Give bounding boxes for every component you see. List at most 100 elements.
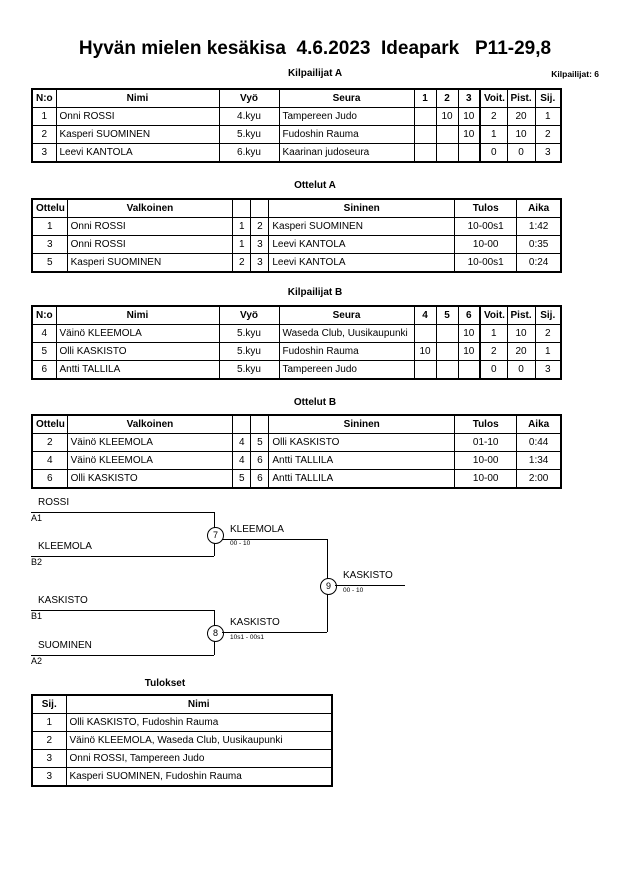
table-row: 4 Väinö KLEEMOLA 5.kyu Waseda Club, Uusi… [31,324,562,343]
cell-rank: 3 [31,749,67,768]
cell-wins: 0 [479,360,508,380]
pool-b-table: N:o Nimi Vyö Seura 4 5 6 Voit. Pist. Sij… [31,305,562,380]
cell-white: Väinö KLEEMOLA [66,433,234,452]
cell-name: Väinö KLEEMOLA [55,324,220,343]
cell-match-no: 1 [31,217,68,236]
cell-no: 1 [31,107,57,126]
cell-white: Onni ROSSI [66,217,234,236]
cell-no: 2 [31,125,57,144]
pool-a-table: N:o Nimi Vyö Seura 1 2 3 Voit. Pist. Sij… [31,88,562,163]
bracket-line [31,655,214,656]
bracket-line [222,632,327,633]
cell-white: Onni ROSSI [66,235,234,254]
cell-white-no: 5 [232,469,252,489]
bracket-entry-seed: A1 [31,513,43,523]
col-time: Aika [516,414,562,434]
table-header-row: N:o Nimi Vyö Seura 1 2 3 Voit. Pist. Sij… [31,88,562,108]
matches-a-caption: Ottelut A [294,180,336,191]
table-header-row: N:o Nimi Vyö Seura 4 5 6 Voit. Pist. Sij… [31,305,562,325]
bracket-line [335,585,405,586]
col-name: Nimi [55,88,220,108]
cell-club: Fudoshin Rauma [278,342,415,361]
cell-belt: 5.kyu [218,125,280,144]
cell-white-no: 2 [232,253,252,273]
col-result: Tulos [454,414,518,434]
cell-name: Leevi KANTOLA [55,143,220,163]
cell-match-no: 5 [31,253,68,273]
col-opp-5: 5 [435,305,459,325]
cell-rank: 2 [31,731,67,750]
cell-m1 [413,107,437,126]
cell-m1 [413,125,437,144]
cell-result: 10-00 [454,235,518,254]
col-belt: Vyö [218,305,280,325]
cell-time: 2:00 [516,469,562,489]
cell-club: Tampereen Judo [278,360,415,380]
matches-b-caption: Ottelut B [293,397,337,408]
cell-result: 01-10 [454,433,518,452]
cell-m1 [413,324,437,343]
cell-no: 3 [31,143,57,163]
table-row: 6 Antti TALLILA 5.kyu Tampereen Judo 0 0… [31,360,562,380]
cell-time: 0:35 [516,235,562,254]
cell-match-no: 2 [31,433,68,452]
table-header-row: Sij. Nimi [31,694,333,714]
cell-rank: 2 [534,125,562,144]
cell-belt: 5.kyu [218,324,280,343]
cell-rank: 1 [534,342,562,361]
cell-points: 10 [506,125,536,144]
cell-blue-no: 3 [250,235,270,254]
table-row: 3 Kasperi SUOMINEN, Fudoshin Rauma [31,767,333,787]
col-opp-4: 4 [413,305,437,325]
cell-club: Kaarinan judoseura [278,143,415,163]
cell-points: 0 [506,143,536,163]
matches-a-table: Ottelu Valkoinen Sininen Tulos Aika 1 On… [31,198,562,273]
cell-blue: Antti TALLILA [268,451,456,470]
cell-rank: 3 [31,767,67,787]
col-blue: Sininen [268,414,456,434]
cell-belt: 5.kyu [218,360,280,380]
bracket-node-8: 8 [207,625,224,642]
cell-belt: 6.kyu [218,143,280,163]
table-row: 3 Onni ROSSI 1 3 Leevi KANTOLA 10-00 0:3… [31,235,562,254]
cell-points: 20 [506,342,536,361]
col-blue-no [250,414,270,434]
cell-m1: 10 [413,342,437,361]
col-club: Seura [278,88,415,108]
cell-name: Antti TALLILA [55,360,220,380]
cell-name: Onni ROSSI [55,107,220,126]
results-table: Sij. Nimi 1 Olli KASKISTO, Fudoshin Raum… [31,694,333,787]
col-white: Valkoinen [66,198,234,218]
cell-white-no: 4 [232,433,252,452]
cell-m3: 10 [457,107,481,126]
pool-a-caption: Kilpailijat A [287,68,343,79]
cell-m2 [435,143,459,163]
cell-name: Kasperi SUOMINEN, Fudoshin Rauma [65,767,333,787]
col-opp-1: 1 [413,88,437,108]
cell-result: 10-00s1 [454,217,518,236]
bracket-node-7: 7 [207,527,224,544]
table-row: 1 Onni ROSSI 4.kyu Tampereen Judo 10 10 … [31,107,562,126]
cell-white-no: 1 [232,217,252,236]
cell-blue-no: 6 [250,451,270,470]
bracket-node-score: 10s1 - 00s1 [230,634,264,641]
cell-club: Fudoshin Rauma [278,125,415,144]
cell-result: 10-00 [454,451,518,470]
cell-blue-no: 5 [250,433,270,452]
cell-no: 4 [31,324,57,343]
cell-time: 1:42 [516,217,562,236]
entrants-count: Kilpailijat: 6 [551,69,599,79]
cell-white: Olli KASKISTO [66,469,234,489]
table-header-row: Ottelu Valkoinen Sininen Tulos Aika [31,198,562,218]
col-white: Valkoinen [66,414,234,434]
bracket-entry-seed: B1 [31,611,43,621]
cell-m2 [435,342,459,361]
col-wins: Voit. [479,305,508,325]
cell-white-no: 4 [232,451,252,470]
col-points: Pist. [506,88,536,108]
cell-name: Onni ROSSI, Tampereen Judo [65,749,333,768]
col-rank: Sij. [31,694,67,714]
cell-rank: 3 [534,143,562,163]
cell-white: Väinö KLEEMOLA [66,451,234,470]
page-title: Hyvän mielen kesäkisa 4.6.2023 Ideapark … [78,38,552,59]
